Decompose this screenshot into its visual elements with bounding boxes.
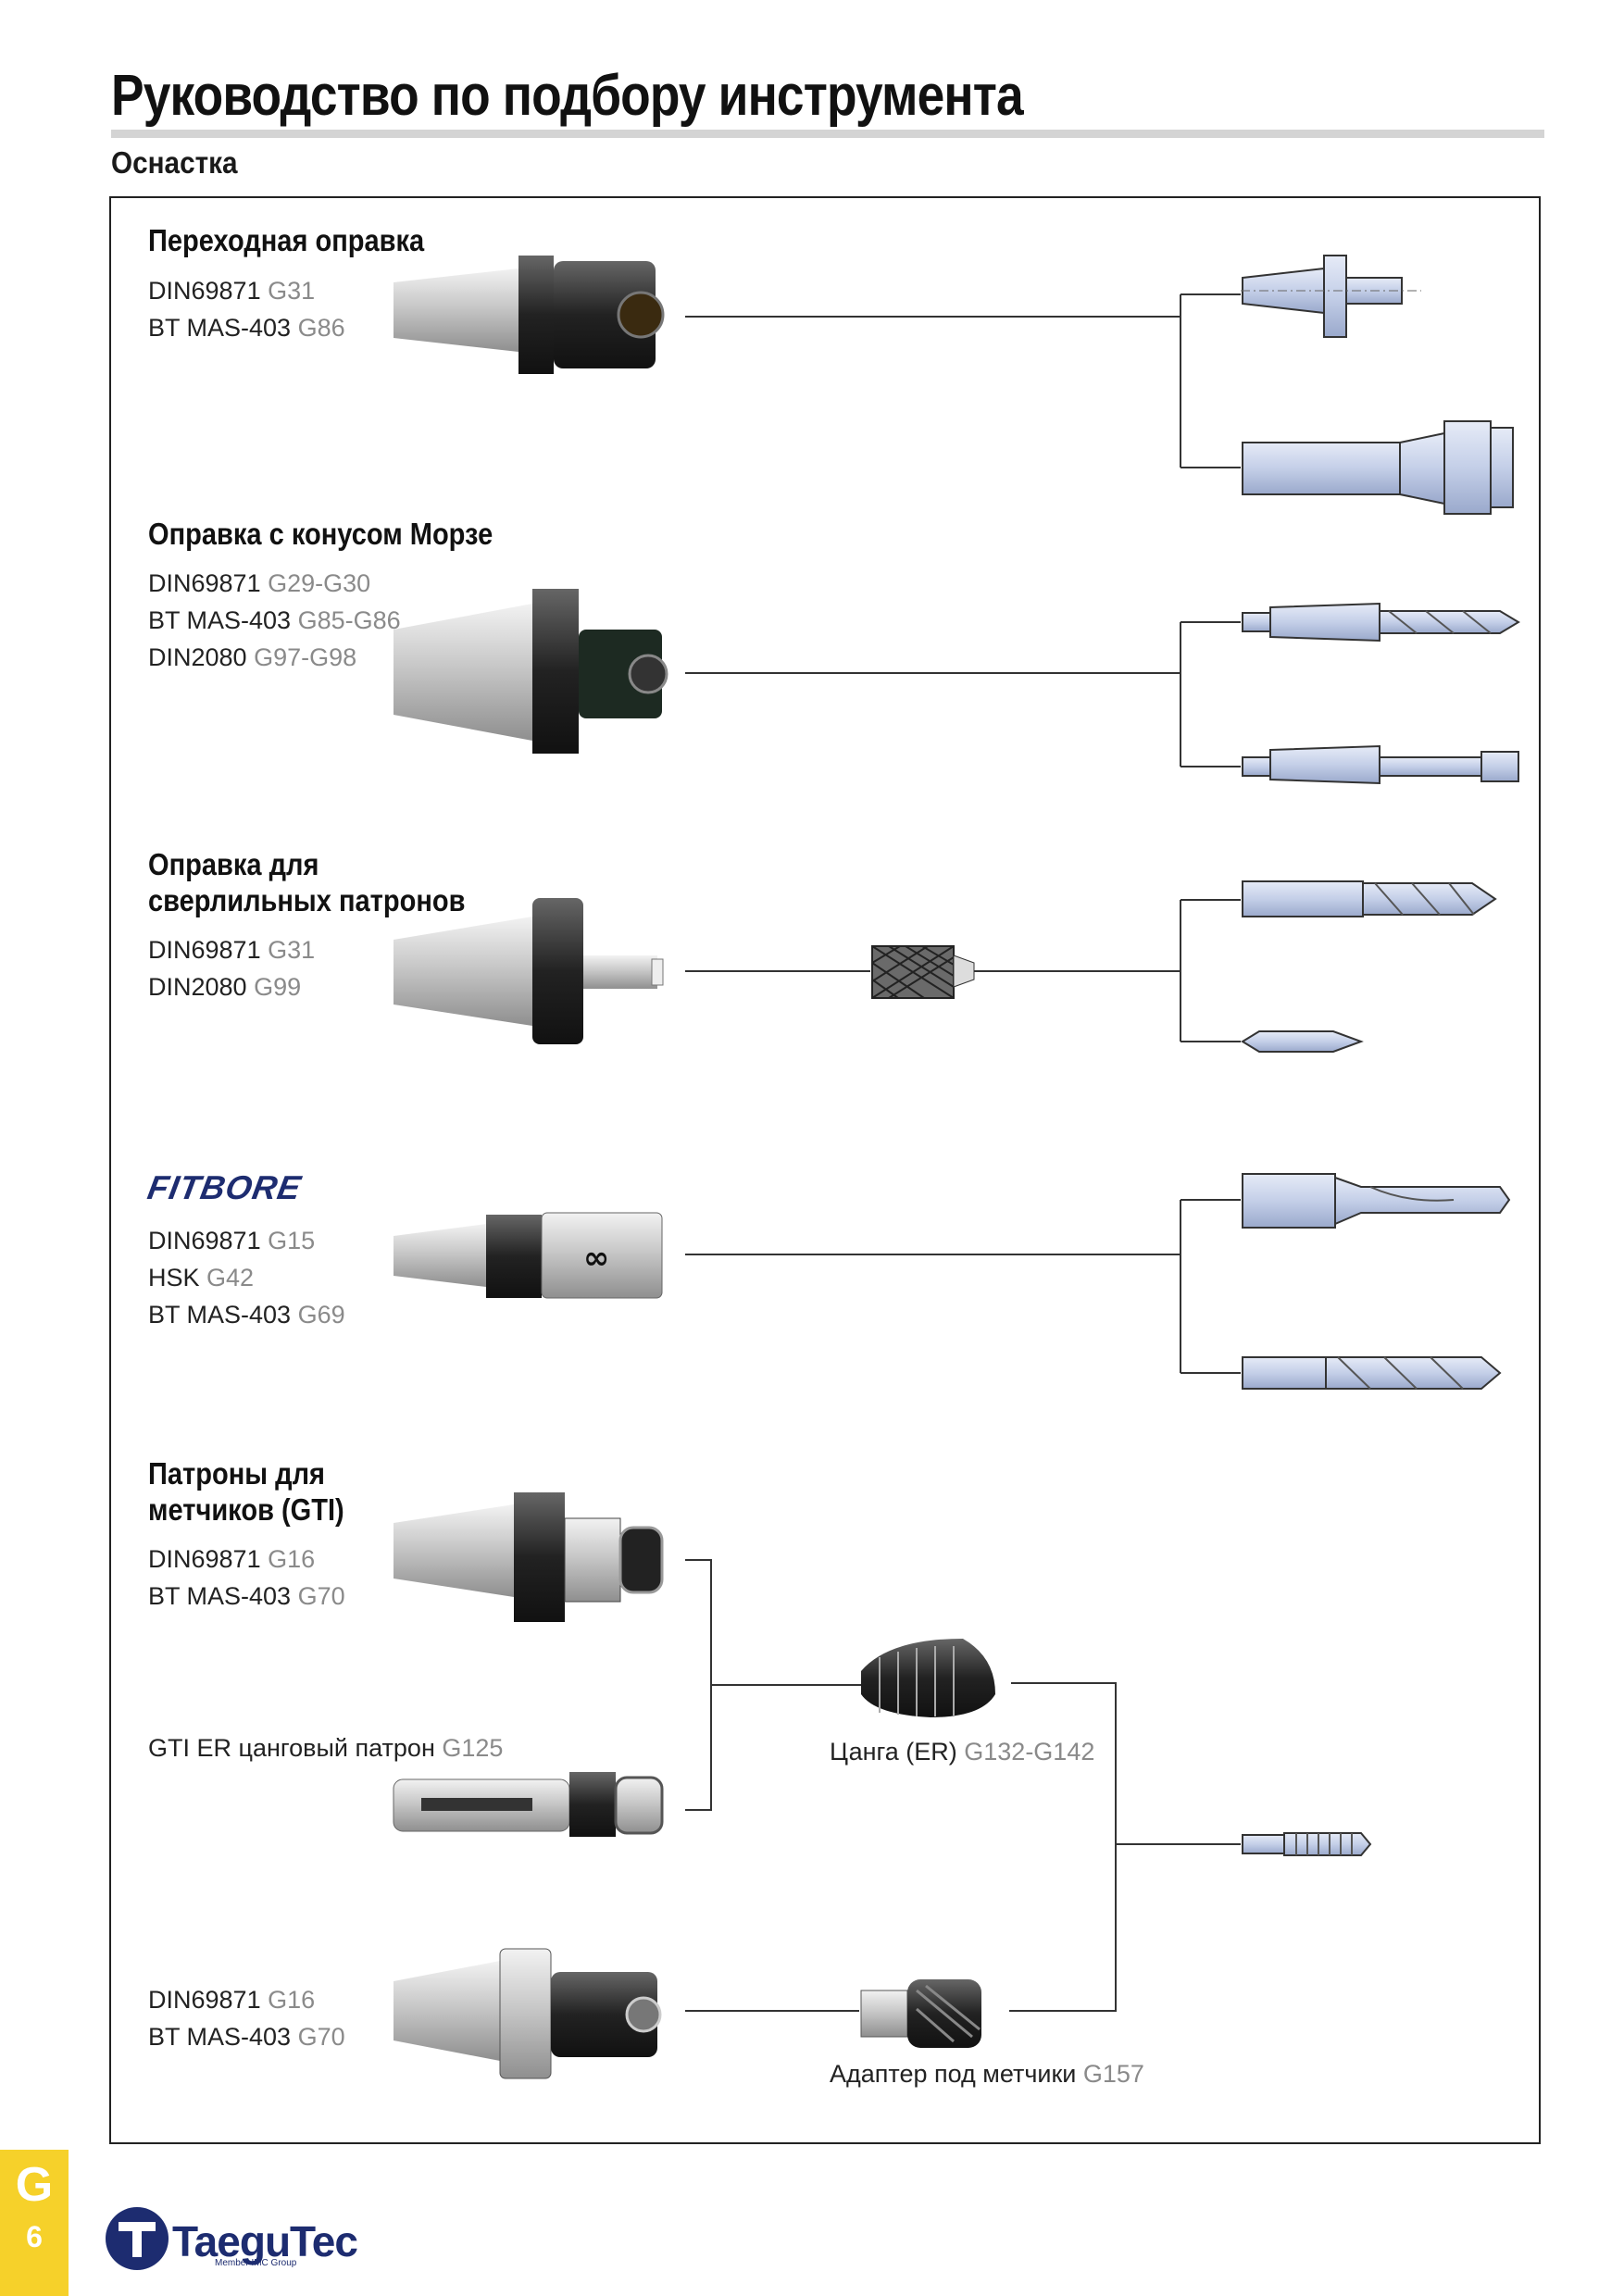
page-link[interactable]: G15 — [268, 1227, 316, 1254]
page-title: Руководство по подбору инструмента — [111, 64, 1024, 128]
morse-holder — [394, 589, 668, 754]
brand-subtitle: Member IMC Group — [215, 2258, 297, 2268]
ref-line: DIN2080 G97-G98 — [148, 643, 357, 671]
ref-line: BT MAS-403 G69 — [148, 1301, 345, 1329]
morse-drill-1 — [1242, 602, 1520, 643]
er-collet — [861, 1639, 995, 1717]
ref-line: DIN69871 G15 — [148, 1227, 316, 1254]
section-title-drill-chuck-2: сверлильных патронов — [148, 883, 466, 917]
section-title-drill-chuck: Оправка для — [148, 847, 319, 881]
fitbore-drill-1 — [1242, 1173, 1511, 1229]
section-title-adapter: Переходная оправка — [148, 223, 425, 257]
section-title-tap-chuck-2: метчиков (GTI) — [148, 1492, 344, 1527]
drill-straight-1 — [1242, 880, 1497, 917]
page-link[interactable]: G16 — [268, 1986, 316, 2014]
drill-chuck-holder — [394, 898, 664, 1044]
drill-chuck — [871, 945, 975, 999]
ref-line: DIN2080 G99 — [148, 973, 302, 1001]
section-title-tap-chuck: Патроны для — [148, 1456, 325, 1491]
tap-chuck-holder-lower — [394, 1948, 662, 2079]
adapter-tool — [1241, 255, 1421, 338]
section-title-morse: Оправка с конусом Морзе — [148, 517, 493, 551]
page-link[interactable]: G31 — [268, 936, 316, 964]
page-link[interactable]: G70 — [297, 2023, 345, 2051]
ref-line: DIN69871 G16 — [148, 1986, 316, 2014]
page-subtitle: Оснастка — [111, 145, 238, 180]
page-link[interactable]: G99 — [254, 973, 302, 1001]
svg-text:∞: ∞ — [583, 1240, 609, 1277]
page-link[interactable]: G42 — [206, 1264, 255, 1292]
tap-adapter-label: Адаптер под метчики G157 — [830, 2060, 1144, 2088]
page-link[interactable]: G70 — [297, 1582, 345, 1610]
section-tab-letter: G — [15, 2158, 54, 2212]
page-link[interactable]: G157 — [1082, 2060, 1144, 2088]
page-link[interactable]: G97-G98 — [254, 643, 357, 671]
ref-line: BT MAS-403 G70 — [148, 1582, 345, 1610]
ref-line: BT MAS-403 G86 — [148, 314, 345, 342]
ref-line: HSK G42 — [148, 1264, 255, 1292]
tap-tool — [1242, 1832, 1372, 1856]
ref-line: DIN69871 G31 — [148, 936, 316, 964]
tools-right — [1241, 255, 1520, 1856]
brand-name: TaeguTec — [172, 2217, 358, 2265]
fitbore-drill-2 — [1242, 1356, 1502, 1390]
fitbore-holder: ∞ — [394, 1212, 663, 1299]
ref-line: BT MAS-403 G85-G86 — [148, 606, 401, 634]
page-link[interactable]: G125 — [442, 1734, 504, 1762]
page-link[interactable]: G85-G86 — [297, 606, 401, 634]
ref-line: BT MAS-403 G70 — [148, 2023, 345, 2051]
morse-drill-2 — [1242, 744, 1519, 785]
title-rule — [111, 130, 1544, 138]
connector-lines — [685, 293, 1241, 2012]
page-link[interactable]: G29-G30 — [268, 569, 371, 597]
ref-line: DIN69871 G31 — [148, 277, 316, 305]
page-link[interactable]: G16 — [268, 1545, 316, 1573]
page-link[interactable]: G69 — [297, 1301, 345, 1329]
page-number: 6 — [26, 2220, 43, 2253]
page-link[interactable]: G31 — [268, 277, 316, 305]
collet-label: Цанга (ER) G132-G142 — [830, 1738, 1095, 1766]
tap-adapter — [860, 1979, 981, 2048]
gti-er-chuck — [393, 1772, 664, 1837]
section-tab — [0, 2150, 69, 2296]
page-link[interactable]: G86 — [297, 314, 345, 342]
content-frame — [109, 196, 1541, 2144]
page-link[interactable]: G132-G142 — [964, 1738, 1095, 1766]
taegutec-logo-icon — [106, 2207, 169, 2270]
collet-holder-tool — [1242, 420, 1514, 515]
ref-line: DIN69871 G29-G30 — [148, 569, 371, 597]
ref-line: DIN69871 G16 — [148, 1545, 316, 1573]
center-drill — [1241, 1030, 1364, 1053]
tap-chuck-holder-upper — [394, 1492, 664, 1622]
adapter-holder — [394, 256, 665, 374]
gti-er-label: GTI ER цанговый патрон G125 — [148, 1734, 504, 1762]
